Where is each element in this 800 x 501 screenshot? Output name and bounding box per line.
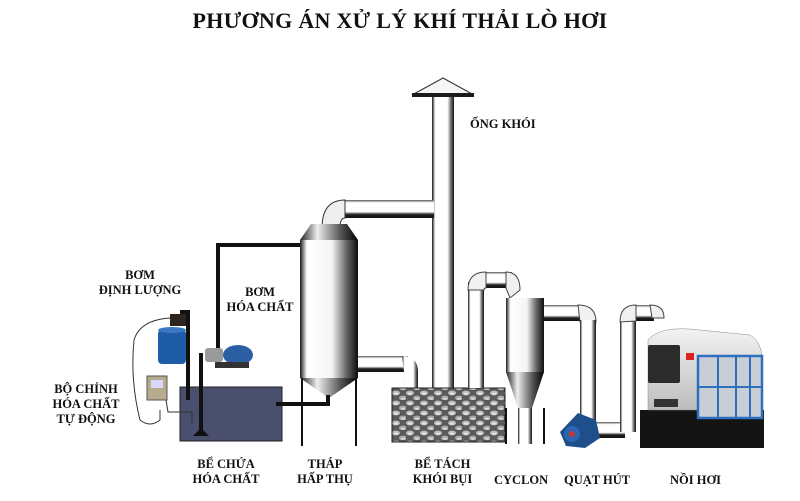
label-dust-separator: BỂ TÁCH KHÓI BỤI <box>412 457 473 486</box>
dosing-pump <box>158 310 190 400</box>
diagram-title: PHƯƠNG ÁN XỬ LÝ KHÍ THẢI LÒ HƠI <box>192 8 608 33</box>
label-auto-controller: BỘ CHỈNH HÓA CHẤT TỰ ĐỘNG <box>52 382 120 426</box>
chemical-line <box>193 243 330 436</box>
pipe-cyclone-to-separator <box>467 271 521 388</box>
chemical-pump <box>205 345 253 368</box>
cyclone <box>505 298 545 444</box>
label-chemical-tank: BỂ CHỨA HÓA CHẤT <box>192 457 260 486</box>
chemical-tank <box>179 386 283 442</box>
label-cyclone: CYCLON <box>494 473 549 487</box>
pipe-tower-to-chimney <box>321 199 434 229</box>
label-chemical-pump: BƠM HÓA CHẤT <box>226 285 294 314</box>
label-absorption-tower: THÁP HẤP THỤ <box>297 457 353 486</box>
label-dosing-pump: BƠM ĐỊNH LƯỢNG <box>98 268 182 297</box>
label-boiler: NỒI HƠI <box>670 473 722 487</box>
chimney <box>411 77 475 392</box>
boiler <box>640 328 764 448</box>
absorption-tower <box>300 224 358 446</box>
pipe-cyclone-to-fan <box>544 304 597 430</box>
label-suction-fan: QUẠT HÚT <box>564 473 631 487</box>
auto-controller <box>132 317 193 425</box>
pipe-tower-to-separator <box>358 356 418 388</box>
pipe-fan-to-boiler <box>595 304 665 438</box>
label-chimney: ỐNG KHÓI <box>470 117 536 131</box>
suction-fan <box>560 413 600 448</box>
dust-separator-tank <box>391 387 506 443</box>
